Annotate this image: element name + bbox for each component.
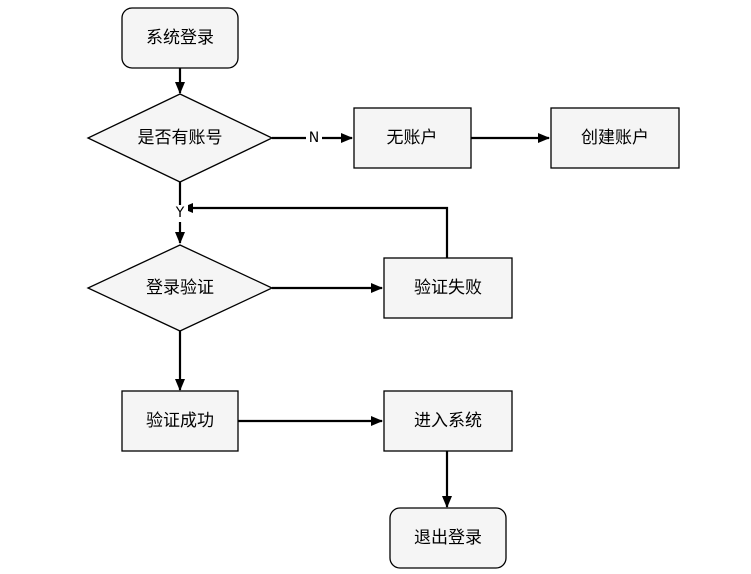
node-enter-system-label: 进入系统 (414, 411, 482, 431)
node-verify-fail-label: 验证失败 (414, 278, 482, 298)
node-logout-shape (389, 507, 507, 569)
node-logout-label: 退出登录 (414, 528, 482, 548)
edge-label-no-bg (306, 130, 322, 146)
edges (175, 68, 550, 508)
node-no-account-shape (353, 107, 472, 169)
node-verify-fail: 验证失败 (383, 257, 513, 319)
node-login-verify-shape (86, 244, 274, 332)
node-verify-success-shape (121, 390, 239, 452)
edge-label-yes: Y (175, 205, 185, 221)
edge-labels: N Y (172, 130, 322, 222)
node-start: 系统登录 (121, 7, 239, 69)
node-verify-success: 验证成功 (121, 390, 239, 452)
node-start-shape (121, 7, 239, 69)
node-no-account: 无账户 (353, 107, 472, 169)
node-verify-success-label: 验证成功 (146, 411, 214, 431)
node-create-account-shape (550, 107, 680, 169)
node-no-account-label: 无账户 (387, 128, 438, 148)
node-enter-system-shape (383, 390, 513, 452)
node-has-account-label: 是否有账号 (138, 128, 223, 148)
edge-label-no: N (309, 130, 319, 146)
node-login-verify: 登录验证 (86, 244, 274, 332)
edge-verify-fail-back-to-login-verify (181, 203, 449, 258)
node-start-label: 系统登录 (146, 28, 214, 48)
node-login-verify-label: 登录验证 (146, 278, 214, 298)
node-has-account-shape (86, 93, 274, 183)
node-create-account: 创建账户 (550, 107, 680, 169)
edge-label-yes-bg (172, 205, 188, 222)
node-create-account-label: 创建账户 (581, 128, 649, 148)
nodes: 系统登录 是否有账号 无账户 创建账户 登录验证 验证失败 验证成功 (86, 7, 680, 569)
node-enter-system: 进入系统 (383, 390, 513, 452)
node-verify-fail-shape (383, 257, 513, 319)
node-logout: 退出登录 (389, 507, 507, 569)
node-has-account: 是否有账号 (86, 93, 274, 183)
